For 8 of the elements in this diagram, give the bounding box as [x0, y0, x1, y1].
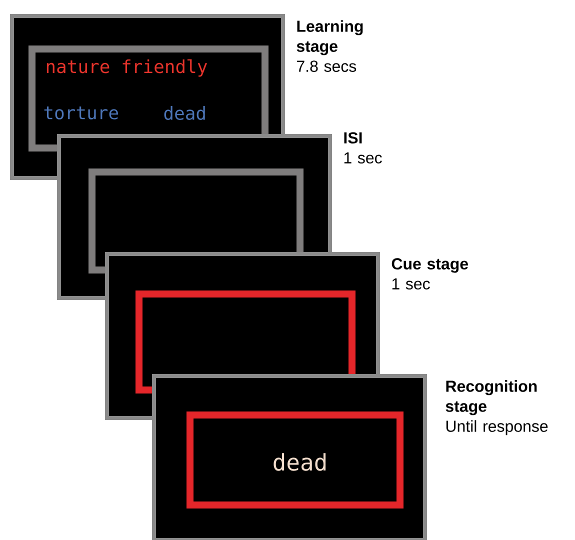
- word: dead: [274, 453, 326, 471]
- stage-label: ISI 1 sec: [344, 132, 382, 164]
- stage-label: Recognition stage Until response: [446, 380, 548, 436]
- word: torture: [44, 106, 118, 120]
- stage-label: Cue stage 1 sec: [392, 258, 468, 290]
- stage-label: Learning stage 7.8 secs: [296, 20, 363, 72]
- word: dead: [164, 106, 205, 120]
- word: nature friendly: [46, 59, 208, 77]
